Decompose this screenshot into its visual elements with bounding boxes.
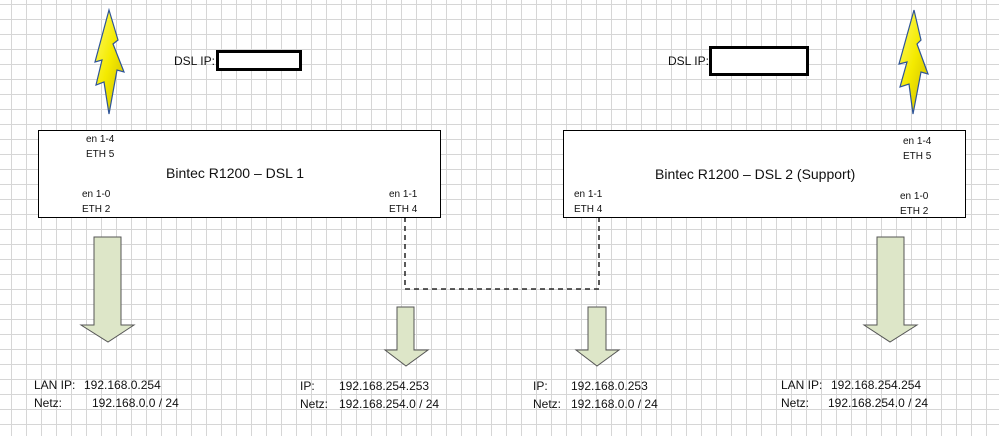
net-label: Netz: [34, 396, 63, 410]
ip-label: LAN IP: [34, 378, 76, 392]
network-info-block: IP: 192.168.254.253 Netz: 192.168.254.0 / … [300, 377, 439, 413]
down-arrow-icon [862, 236, 919, 343]
router-box: en 1-4 ETH 5 Bintec R1200 – DSL 1 en 1-0… [38, 130, 441, 218]
net-value: 192.168.254.0 / 24 [828, 396, 929, 410]
network-info-block: LAN IP: 192.168.0.254 Netz: 192.168.0.0 / … [34, 376, 179, 412]
ip-value: 192.168.0.253 [571, 379, 648, 393]
ip-value: 192.168.0.254 [84, 378, 161, 392]
port-label: en 1-0 ETH 2 [900, 191, 929, 217]
down-arrow-icon [574, 306, 621, 367]
network-info-block: LAN IP: 192.168.254.254 Netz: 192.168.254.… [781, 376, 928, 412]
port-label: en 1-4 ETH 5 [86, 134, 115, 160]
dashed-link-line [404, 217, 600, 290]
ip-value: 192.168.254.253 [339, 379, 430, 393]
ip-label: LAN IP: [781, 378, 823, 392]
port-label: en 1-1 ETH 4 [574, 189, 603, 215]
down-arrow-icon [383, 306, 430, 367]
redacted-ip-box [709, 46, 809, 76]
lightning-icon [898, 9, 929, 115]
net-value: 192.168.254.0 / 24 [339, 397, 440, 411]
ip-label: IP: [533, 379, 548, 393]
router-box: en 1-4 ETH 5 Bintec R1200 – DSL 2 (Suppo… [563, 130, 966, 218]
dsl-ip-label: DSL IP: [668, 54, 709, 68]
port-label: en 1-0 ETH 2 [82, 189, 111, 215]
down-arrow-icon [79, 236, 136, 343]
net-label: Netz: [781, 396, 810, 410]
net-label: Netz: [533, 397, 562, 411]
router-title: Bintec R1200 – DSL 1 [166, 165, 305, 181]
dsl-ip-label: DSL IP: [174, 54, 215, 68]
port-label: en 1-4 ETH 5 [903, 136, 932, 162]
lightning-icon [94, 7, 126, 115]
port-label: en 1-1 ETH 4 [389, 189, 418, 215]
router-title: Bintec R1200 – DSL 2 (Support) [655, 166, 856, 182]
net-value: 192.168.0.0 / 24 [571, 397, 658, 411]
net-value: 192.168.0.0 / 24 [92, 396, 179, 410]
ip-value: 192.168.254.254 [831, 378, 922, 392]
redacted-ip-box [216, 50, 302, 71]
ip-label: IP: [300, 379, 315, 393]
network-info-block: IP: 192.168.0.253 Netz: 192.168.0.0 / 24 [533, 377, 658, 413]
net-label: Netz: [300, 397, 329, 411]
